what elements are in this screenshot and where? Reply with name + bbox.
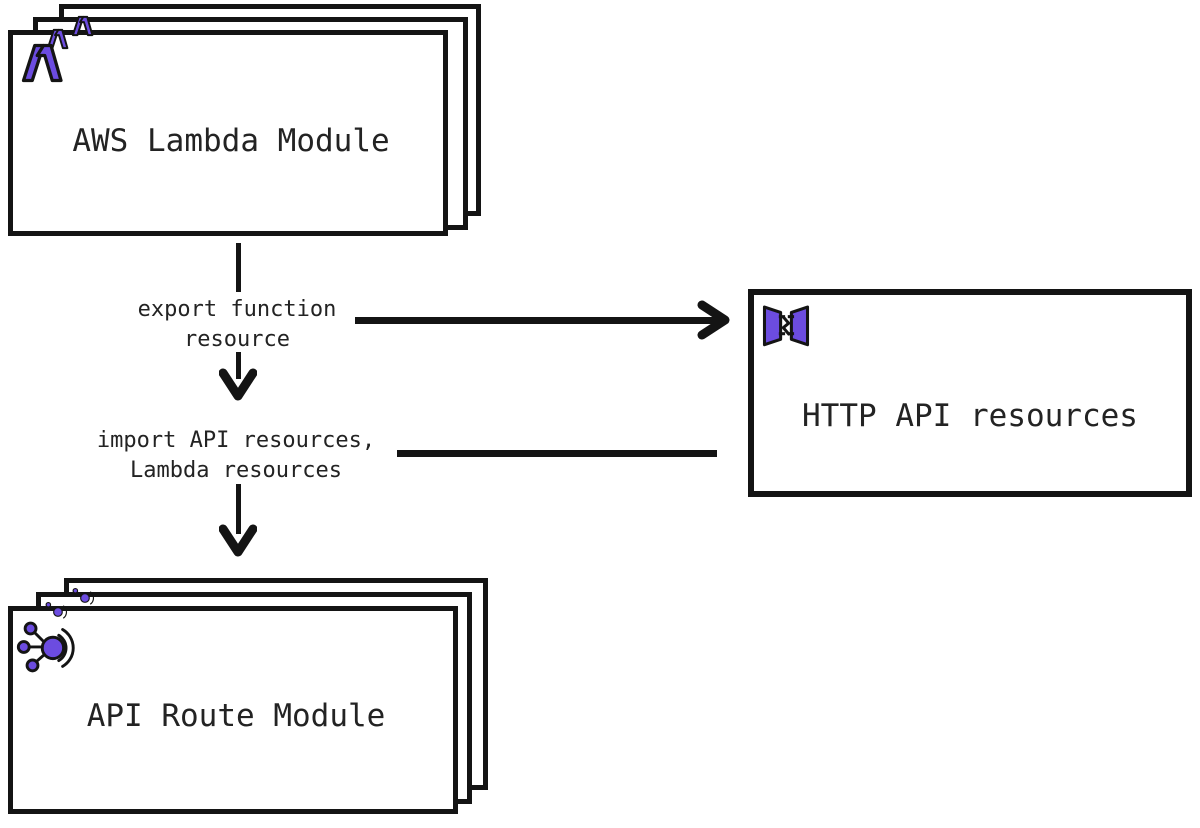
edge-segment-lambda-down-lower: [236, 352, 241, 379]
node-aws-lambda-module[interactable]: AWS Lambda Module: [8, 4, 481, 242]
chevron-down-icon-lower: [218, 524, 258, 564]
node-label-aws-lambda-module: AWS Lambda Module: [72, 123, 390, 159]
node-http-api-resources[interactable]: HTTP API resources: [748, 289, 1192, 497]
node-label-api-route-module: API Route Module: [86, 698, 386, 734]
edge-segment-lambda-to-http-api: [355, 317, 725, 324]
edge-segment-lambda-down-upper: [236, 243, 241, 292]
edge-label-line1: import API resources,: [96, 428, 376, 453]
chevron-down-icon-upper: [218, 368, 258, 408]
edge-segment-http-api-to-api-route: [397, 450, 717, 457]
chevron-right-icon: [694, 300, 734, 344]
edge-label-line2: Lambda resources: [130, 458, 342, 483]
edge-label-export-function-resource: export function resource: [78, 295, 396, 355]
node-label-http-api-resources: HTTP API resources: [802, 398, 1138, 434]
card-layer-front: [8, 606, 458, 814]
card-layer-front: [8, 30, 448, 236]
edge-label-import-api-lambda-resources: import API resources, Lambda resources: [35, 426, 437, 486]
edge-label-line2: resource: [184, 327, 290, 352]
node-api-route-module[interactable]: API Route Module: [8, 578, 488, 818]
edge-label-line1: export function: [137, 297, 337, 322]
http-api-box: [748, 289, 1192, 497]
edge-segment-down-to-api-route: [236, 484, 241, 534]
